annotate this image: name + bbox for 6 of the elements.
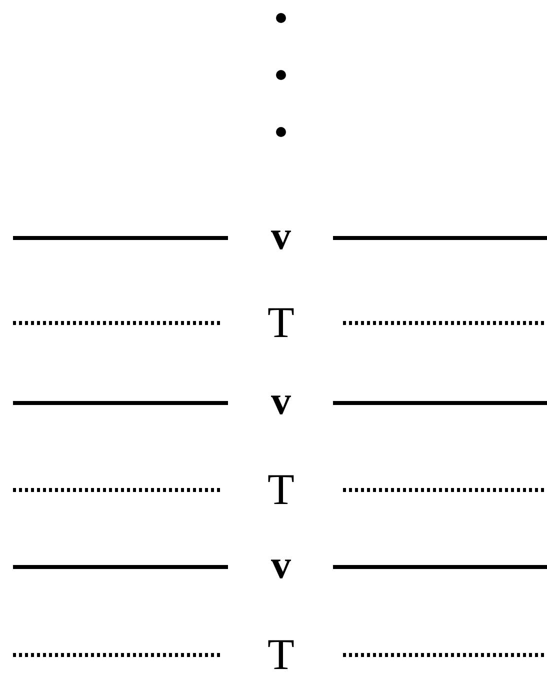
symbol-label: v: [270, 216, 292, 256]
symbol-label: T: [266, 633, 296, 677]
symbol-label: v: [270, 545, 292, 585]
symbol-label: T: [266, 468, 296, 512]
symbol-label: T: [266, 301, 296, 345]
symbol-label: v: [270, 381, 292, 421]
